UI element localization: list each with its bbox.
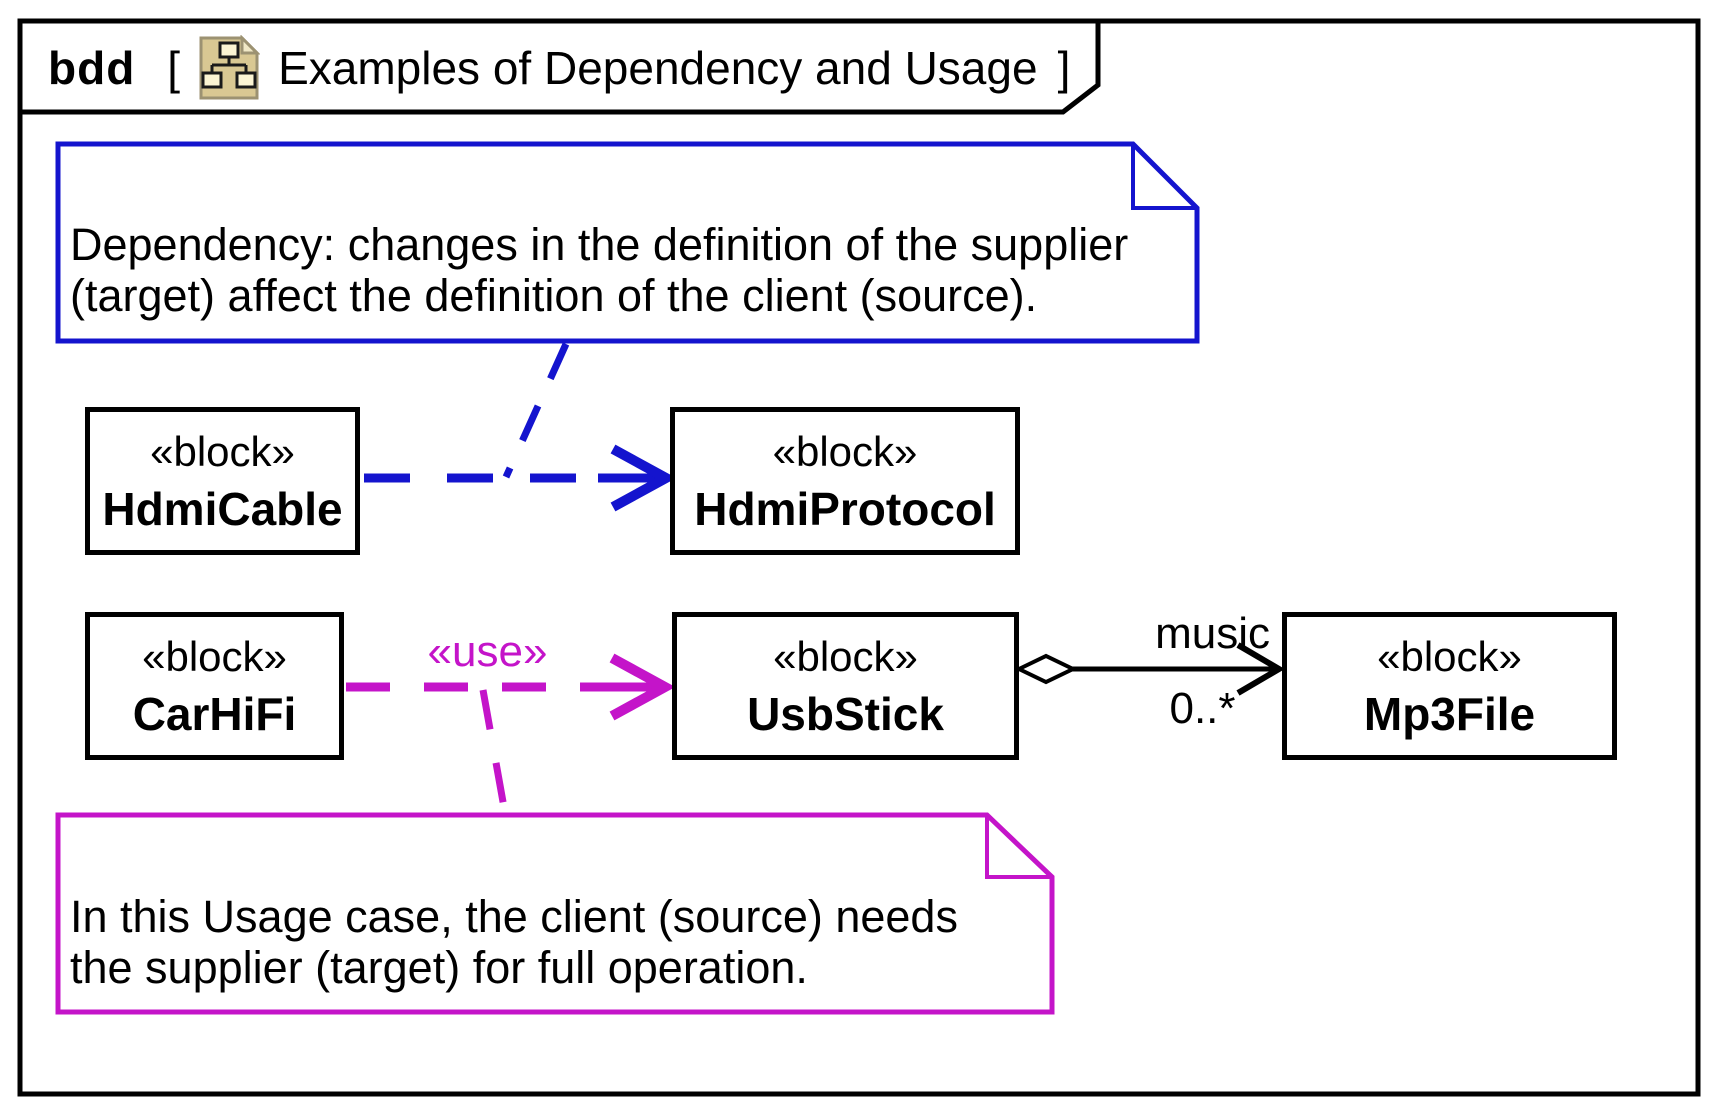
block-mp3file: «block» Mp3File [1282, 612, 1617, 760]
block-name: CarHiFi [132, 687, 297, 740]
aggregation-association [1014, 642, 1285, 696]
block-stereotype: «block» [772, 427, 918, 475]
block-name: HdmiProtocol [694, 482, 996, 535]
diagram-title: Examples of Dependency and Usage [278, 42, 1038, 94]
block-stereotype: «block» [150, 427, 295, 475]
usage-note-line1: In this Usage case, the client (source) … [70, 891, 958, 942]
title-bracket-close: ] [1057, 42, 1071, 94]
dependency-note-line1: Dependency: changes in the definition of… [70, 219, 1129, 270]
usage-stereotype-label: «use» [427, 627, 548, 676]
dependency-note-fold [1131, 144, 1197, 210]
title-bracket-open: [ [167, 42, 181, 94]
diagram-kind-label: bdd [48, 42, 136, 94]
block-name: UsbStick [747, 687, 944, 740]
dependency-note-anchor-line [502, 342, 570, 479]
usage-arrow [346, 653, 676, 721]
block-hdmicable: «block» HdmiCable [85, 407, 360, 555]
dependency-note-text: Dependency: changes in the definition of… [70, 219, 1170, 321]
block-stereotype: «block» [1377, 632, 1522, 680]
association-arrowhead [1236, 642, 1285, 696]
dependency-arrowhead [610, 444, 677, 512]
association-role-label: music [1155, 609, 1270, 658]
association-multiplicity-label: 0..* [1169, 684, 1236, 733]
block-name: HdmiCable [102, 482, 343, 535]
usage-note-anchor-line [479, 689, 509, 814]
block-stereotype: «block» [142, 632, 287, 680]
block-stereotype: «block» [773, 632, 918, 680]
usage-note-text: In this Usage case, the client (source) … [70, 891, 1170, 993]
block-diagram-icon [199, 35, 261, 100]
aggregation-diamond [1014, 653, 1078, 685]
frame-title: bdd [ Examples of Dependency and Usage ] [48, 28, 1070, 108]
usage-note-fold [985, 815, 1052, 879]
usage-note-line2: the supplier (target) for full operation… [70, 942, 808, 993]
block-usbstick: «block» UsbStick [672, 612, 1019, 760]
block-name: Mp3File [1363, 687, 1536, 740]
usage-arrowhead [609, 653, 676, 721]
frame-title-tab [17, 18, 1101, 115]
dependency-note-line2: (target) affect the definition of the cl… [70, 270, 1038, 321]
dependency-arrow [364, 444, 677, 512]
usage-note-shape [55, 812, 1055, 1015]
block-hdmiprotocol: «block» HdmiProtocol [670, 407, 1020, 555]
dependency-note-shape [55, 141, 1200, 344]
block-carhifi: «block» CarHiFi [85, 612, 344, 760]
